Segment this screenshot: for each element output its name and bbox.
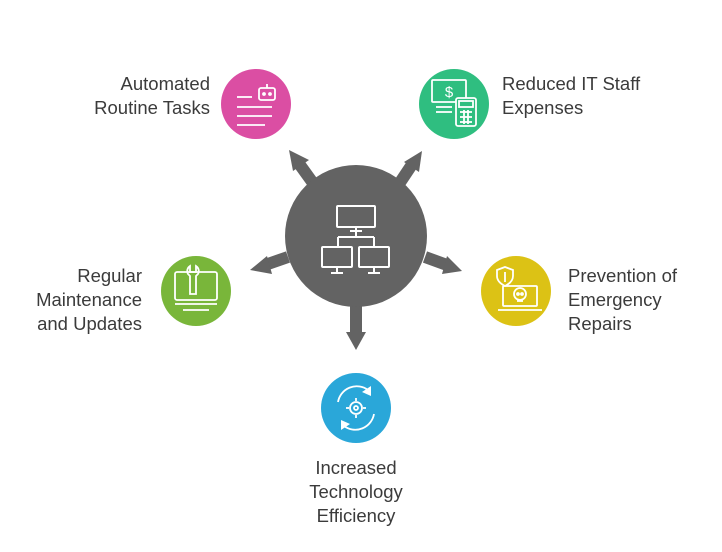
label-line: Efficiency [316, 505, 396, 526]
arrow-to-regular [250, 251, 290, 274]
node-prevention [481, 256, 551, 326]
label-line: Increased [315, 457, 397, 478]
robot-list-icon [237, 84, 276, 126]
shield-skull-laptop-icon [496, 266, 542, 311]
arrow-to-prevention [422, 251, 462, 274]
label-regular: Regular Maintenance and Updates [36, 264, 142, 336]
label-line: and Updates [37, 313, 142, 334]
gear-cycle-icon [337, 385, 375, 431]
node-automated [221, 69, 291, 139]
label-line: Reduced IT Staff [502, 73, 641, 94]
arrow-to-increased [346, 300, 366, 350]
label-reduced: Reduced IT Staff Expenses [502, 72, 640, 120]
node-increased [321, 373, 391, 443]
label-increased: Increased Technology Efficiency [276, 456, 436, 528]
label-line: Routine Tasks [94, 97, 210, 118]
node-regular [161, 256, 231, 326]
label-line: Maintenance [36, 289, 142, 310]
label-line: Repairs [568, 313, 632, 334]
label-line: Prevention of [568, 265, 678, 286]
network-computers-icon [321, 205, 390, 274]
label-line: Expenses [502, 97, 584, 118]
money-calculator-icon: $ [431, 79, 477, 127]
label-line: Automated [120, 73, 210, 94]
label-automated: Automated Routine Tasks [94, 72, 210, 120]
wrench-laptop-icon [174, 264, 218, 311]
label-line: Regular [77, 265, 142, 286]
label-prevention: Prevention of Emergency Repairs [568, 264, 677, 336]
svg-text:$: $ [445, 84, 454, 101]
center-hub [285, 165, 427, 307]
node-reduced: $ [419, 69, 489, 139]
label-line: Emergency [568, 289, 662, 310]
label-line: Technology [309, 481, 403, 502]
